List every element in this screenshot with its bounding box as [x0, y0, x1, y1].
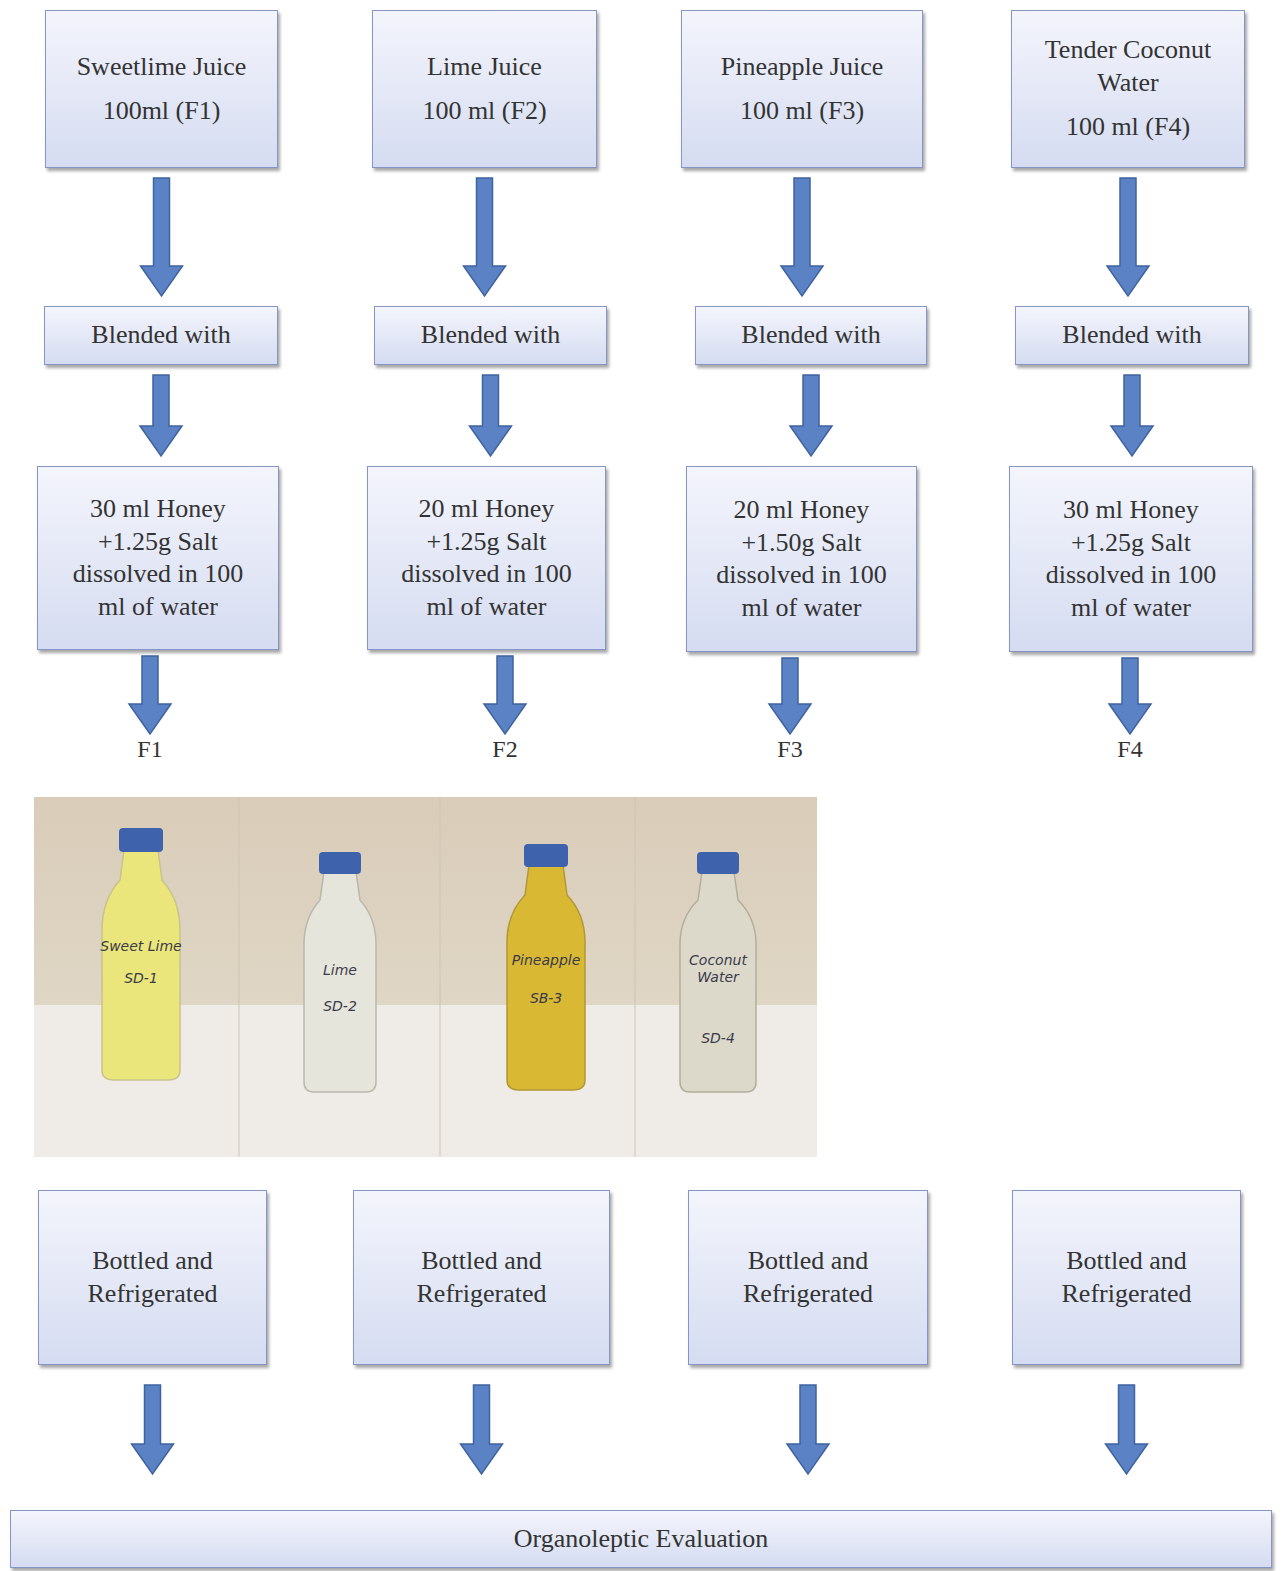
- block-arrow: [470, 375, 512, 456]
- recipe-box: 20 ml Honey +1.25g Salt dissolved in 100…: [367, 466, 606, 650]
- node-text: Pineapple Juice: [721, 51, 883, 84]
- recipe-box: 20 ml Honey +1.50g Salt dissolved in 100…: [686, 466, 917, 652]
- node-text: Bottled and Refrigerated: [372, 1245, 591, 1310]
- ingredient-box: Pineapple Juice 100 ml (F3): [681, 10, 923, 168]
- block-arrow: [141, 178, 183, 296]
- ingredient-box: Sweetlime Juice 100ml (F1): [45, 10, 278, 168]
- bottle-label: SB-3: [501, 990, 591, 1007]
- process-box: Bottled and Refrigerated: [688, 1190, 928, 1365]
- photo-background: [34, 797, 817, 1157]
- ingredient-box: Lime Juice 100 ml (F2): [372, 10, 597, 168]
- bottle-label: SD-1: [96, 970, 186, 987]
- bottle-label: Pineapple: [501, 952, 591, 969]
- node-text: Organoleptic Evaluation: [514, 1523, 768, 1556]
- block-arrow: [129, 656, 171, 734]
- bottle-label: Sweet Lime: [96, 938, 186, 955]
- block-arrow: [1111, 375, 1153, 456]
- formulation-label: F4: [1100, 736, 1160, 763]
- node-text: 100 ml (F4): [1066, 111, 1190, 144]
- node-text: Bottled and Refrigerated: [1031, 1245, 1222, 1310]
- formulation-label: F3: [760, 736, 820, 763]
- bottle-label: SD-4: [673, 1030, 763, 1047]
- node-text: 100ml (F1): [103, 95, 221, 128]
- recipe-box: 30 ml Honey +1.25g Salt dissolved in 100…: [37, 466, 279, 650]
- block-arrow: [790, 375, 832, 456]
- process-box: Bottled and Refrigerated: [353, 1190, 610, 1365]
- block-arrow: [1106, 1385, 1148, 1474]
- node-text: 20 ml Honey +1.50g Salt dissolved in 100…: [707, 494, 896, 624]
- node-text: Blended with: [1062, 319, 1201, 352]
- bottle-label: Lime: [295, 962, 385, 979]
- node-text: Bottled and Refrigerated: [57, 1245, 248, 1310]
- result-box: Organoleptic Evaluation: [10, 1510, 1272, 1568]
- block-arrow: [132, 1385, 174, 1474]
- process-box: Blended with: [374, 306, 607, 365]
- node-text: Blended with: [421, 319, 560, 352]
- bottle-label: SD-2: [295, 998, 385, 1015]
- node-text: Sweetlime Juice: [77, 51, 247, 84]
- ingredient-box: Tender Coconut Water 100 ml (F4): [1011, 10, 1245, 168]
- node-text: Blended with: [741, 319, 880, 352]
- formulation-label: F1: [120, 736, 180, 763]
- block-arrow: [1107, 178, 1149, 296]
- bottle-label: Coconut Water: [673, 952, 763, 986]
- node-text: Blended with: [91, 319, 230, 352]
- block-arrow: [769, 658, 811, 734]
- node-text: 30 ml Honey +1.25g Salt dissolved in 100…: [1030, 494, 1232, 624]
- node-text: 20 ml Honey +1.25g Salt dissolved in 100…: [388, 493, 585, 623]
- block-arrow: [464, 178, 506, 296]
- process-box: Bottled and Refrigerated: [38, 1190, 267, 1365]
- recipe-box: 30 ml Honey +1.25g Salt dissolved in 100…: [1009, 466, 1253, 652]
- node-text: Lime Juice: [427, 51, 542, 84]
- block-arrow: [1109, 658, 1151, 734]
- node-text: 30 ml Honey +1.25g Salt dissolved in 100…: [58, 493, 258, 623]
- block-arrow: [781, 178, 823, 296]
- node-text: 100 ml (F2): [422, 95, 546, 128]
- block-arrow: [484, 656, 526, 734]
- process-box: Blended with: [695, 306, 927, 365]
- block-arrow: [787, 1385, 829, 1474]
- block-arrow: [461, 1385, 503, 1474]
- process-box: Bottled and Refrigerated: [1012, 1190, 1241, 1365]
- block-arrow: [140, 375, 182, 456]
- node-text: 100 ml (F3): [740, 95, 864, 128]
- formulation-label: F2: [475, 736, 535, 763]
- process-box: Blended with: [1015, 306, 1249, 365]
- node-text: Bottled and Refrigerated: [707, 1245, 909, 1310]
- process-box: Blended with: [44, 306, 278, 365]
- node-text: Tender Coconut Water: [1030, 34, 1226, 99]
